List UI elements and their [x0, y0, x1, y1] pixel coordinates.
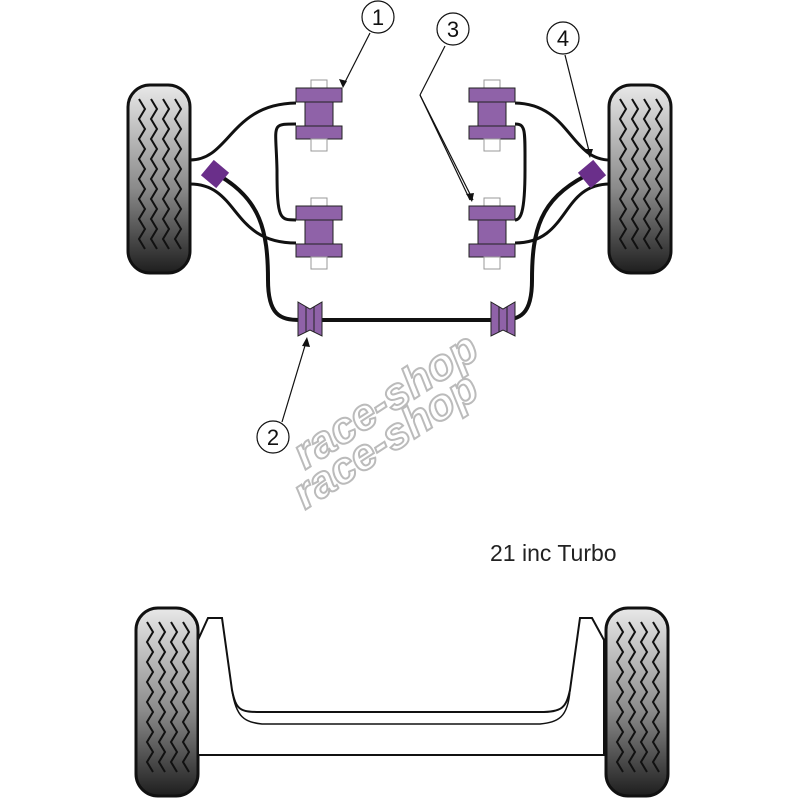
- drop-link-bush-right: [577, 159, 607, 189]
- wishbone-arms: [189, 101, 611, 322]
- rear-wishbone-bush-right: [468, 197, 516, 270]
- callout-2-label: 2: [267, 425, 279, 450]
- rear-beam-edge: [231, 689, 571, 725]
- front-right-tire: [609, 85, 671, 273]
- rear-left-tire: [136, 608, 198, 796]
- watermark: race-shop race-shop: [283, 322, 488, 520]
- arrowheads: [302, 79, 593, 347]
- callout-3-label: 3: [447, 17, 459, 42]
- front-wishbone-bush-left: [295, 79, 343, 152]
- rear-beam: [197, 617, 605, 756]
- callout-1: 1: [361, 0, 395, 34]
- rear-wishbone-bush-left: [295, 197, 343, 270]
- arb-bush-left: [297, 301, 323, 337]
- front-wishbone-bush-right: [468, 79, 516, 152]
- model-caption: 21 inc Turbo: [490, 540, 617, 566]
- arb-bush-right: [490, 301, 516, 337]
- callout-1-label: 1: [372, 5, 384, 30]
- leader-lines: [281, 32, 591, 423]
- callout-4: 4: [546, 21, 580, 55]
- callout-4-label: 4: [557, 26, 569, 51]
- callout-3: 3: [436, 12, 470, 46]
- rear-right-tire: [606, 608, 668, 796]
- callout-2: 2: [256, 420, 290, 454]
- front-left-tire: [128, 85, 190, 273]
- drop-link-bush-left: [200, 159, 230, 189]
